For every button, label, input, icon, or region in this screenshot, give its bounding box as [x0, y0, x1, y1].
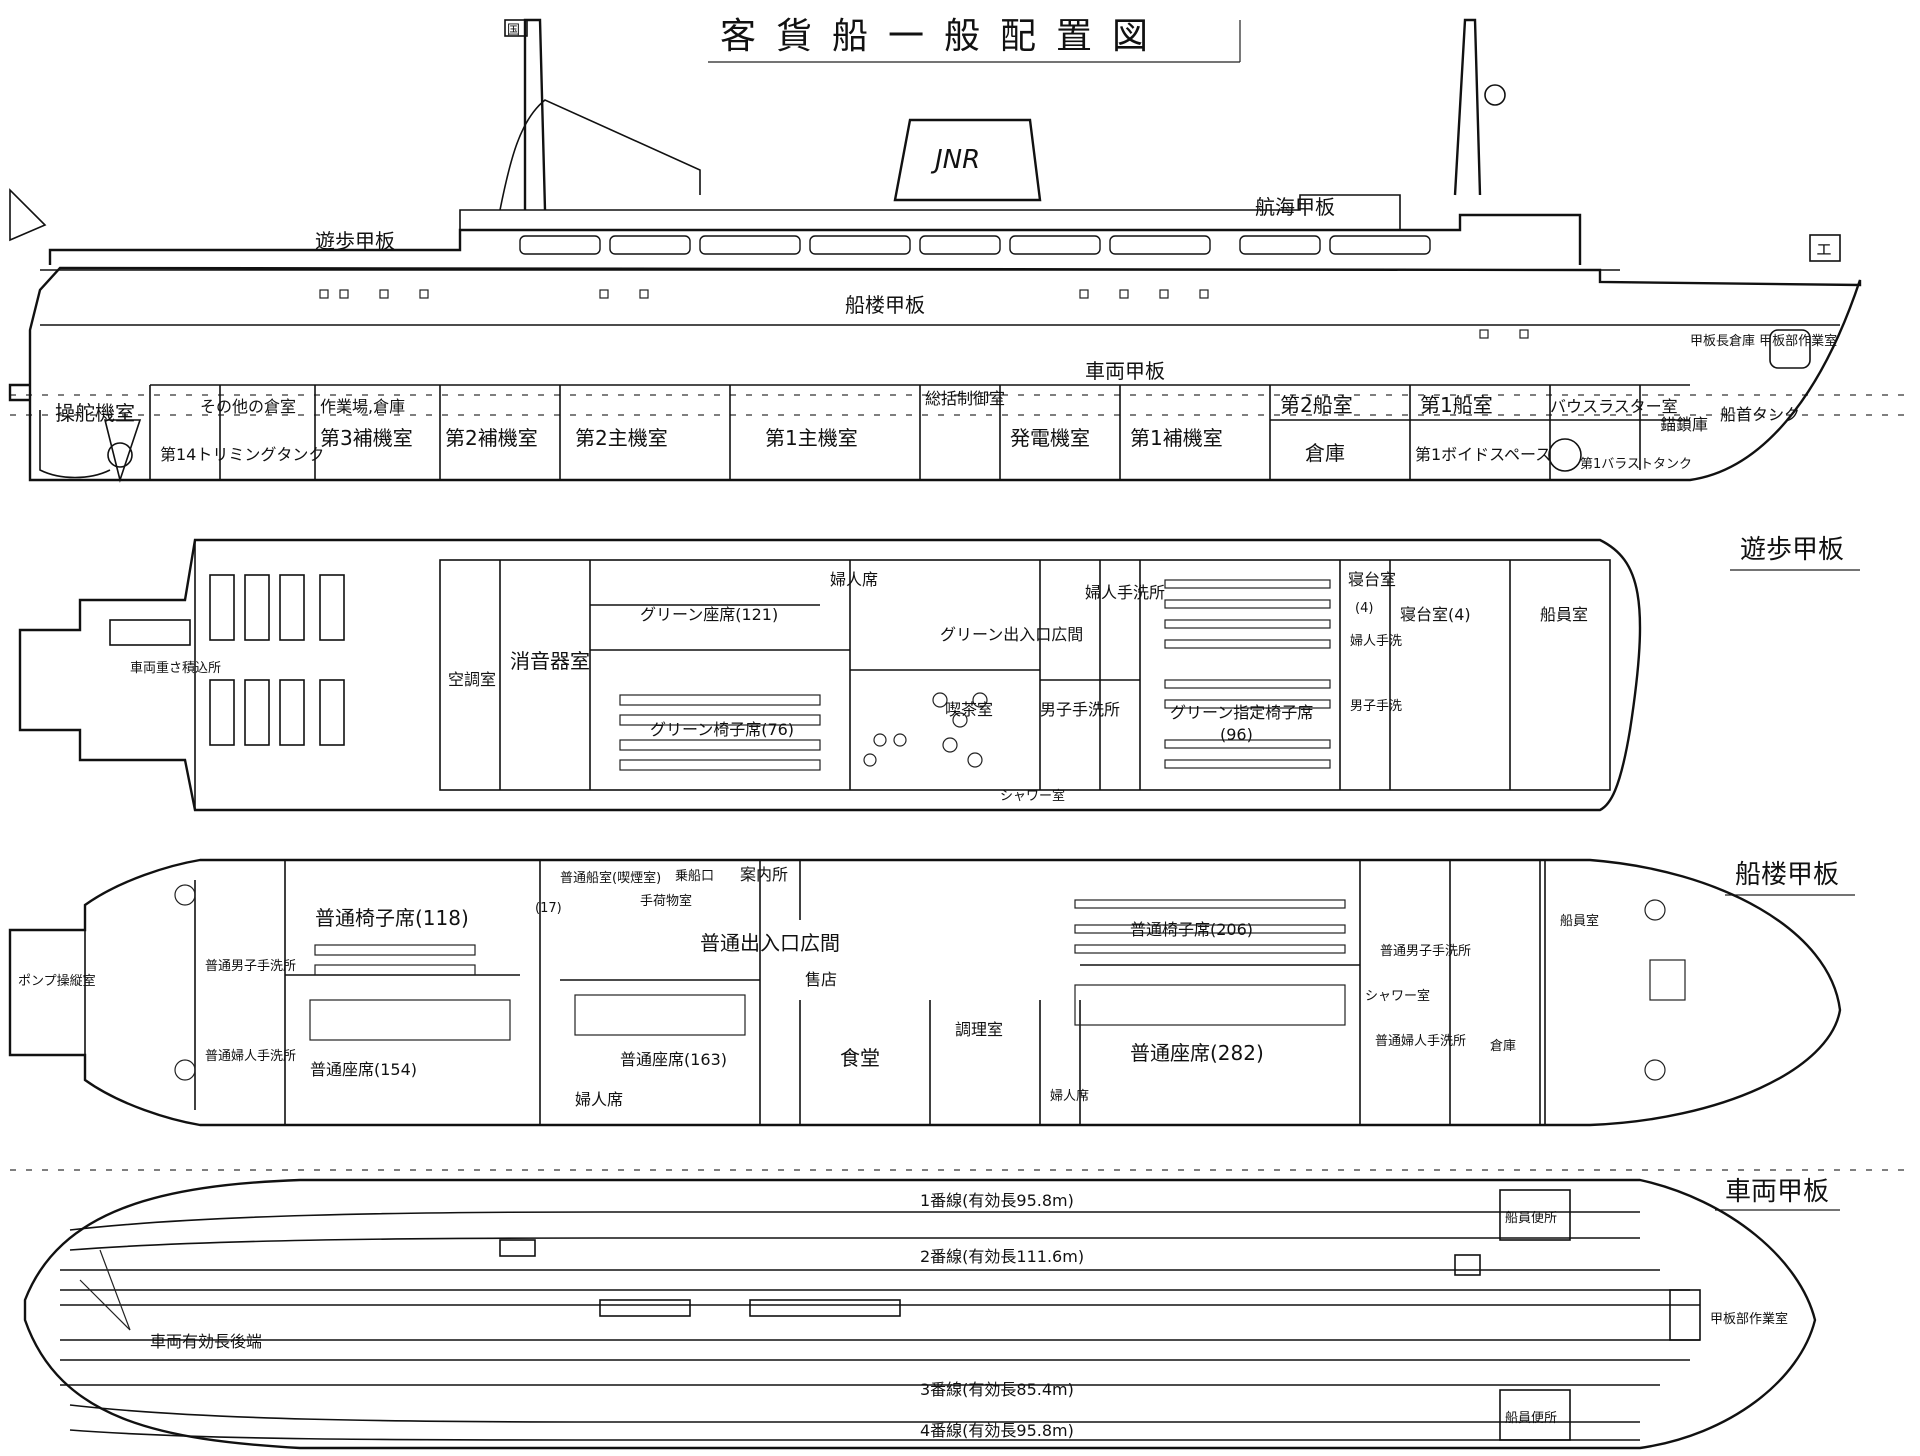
profile-room-void-space: 第1ボイドスペース — [1415, 445, 1551, 464]
forecastle-room-chair-118: 普通椅子席(118) — [315, 906, 469, 930]
profile-room-cabin-1: 第1船室 — [1420, 393, 1493, 417]
profile-promenade-deck-label: 遊歩甲板 — [315, 229, 395, 253]
forecastle-room-baggage: 手荷物室 — [640, 893, 692, 909]
profile-room-workshop: 作業場,倉庫 — [320, 397, 405, 416]
forecastle-room-ladies-seat-aft: 婦人席 — [575, 1090, 623, 1109]
profile-room-other-storage: その他の倉室 — [200, 397, 296, 416]
forecastle-room-storage: 倉庫 — [1490, 1039, 1516, 1054]
profile-forecastle-deck-label: 船楼甲板 — [845, 293, 925, 317]
profile-room-cabin-2: 第2船室 — [1280, 393, 1353, 417]
forecastle-room-chair-206: 普通椅子席(206) — [1130, 920, 1253, 939]
forecastle-room-info-desk: 案内所 — [740, 865, 788, 884]
vehicle-track-2: 2番線(有効長111.6m) — [920, 1247, 1084, 1266]
forecastle-deck-plan: 船楼甲板 — [8, 858, 1855, 1127]
promenade-room-green-reserved-count: (96) — [1220, 725, 1253, 744]
forecastle-room-galley: 調理室 — [955, 1020, 1003, 1039]
profile-room-aux-engine-3: 第3補機室 — [320, 426, 413, 450]
promenade-room-mens-wc: 男子手洗所 — [1040, 700, 1120, 719]
forecastle-room-main-lobby: 普通出入口広間 — [700, 931, 840, 955]
profile-room-main-engine-2: 第2主機室 — [575, 426, 668, 450]
promenade-room-ladies-wc: 婦人手洗所 — [1085, 583, 1165, 602]
promenade-aft-note: 車両重さ積込所 — [130, 660, 221, 676]
profile-room-aux-engine-2: 第2補機室 — [445, 426, 538, 450]
forecastle-room-pump-control: ポンプ操縦室 — [18, 973, 96, 989]
forecastle-room-seat-282: 普通座席(282) — [1130, 1041, 1264, 1065]
fore-flag-letter: エ — [1816, 240, 1832, 259]
forecastle-room-shower: シャワー室 — [1365, 988, 1430, 1004]
vehicle-deck-title: 車両甲板 — [1725, 1177, 1829, 1207]
forecastle-room-mens-wc-fwd: 普通男子手洗所 — [1380, 944, 1471, 959]
promenade-room-green-chair: グリーン椅子席(76) — [650, 720, 794, 739]
promenade-room-berth-b: 寝台室(4) — [1400, 605, 1471, 624]
vehicle-track-4: 4番線(有効長95.8m) — [920, 1421, 1074, 1440]
promenade-room-berth-a-count: (4) — [1355, 601, 1373, 616]
forecastle-deck-title: 船楼甲板 — [1735, 860, 1839, 890]
forecastle-room-shop: 售店 — [805, 970, 837, 989]
forecastle-room-dining: 食堂 — [840, 1046, 880, 1070]
promenade-room-shower: シャワー室 — [1000, 788, 1065, 804]
promenade-room-berth-a: 寝台室 — [1348, 570, 1396, 589]
funnel-mark: JNR — [930, 145, 980, 175]
promenade-room-ladies-seat: 婦人席 — [830, 570, 878, 589]
promenade-room-green-seat: グリーン座席(121) — [640, 605, 778, 624]
vehicle-deck-plan: 車両甲板 1番線(有効長95.8m) 2番線( — [23, 1177, 1840, 1450]
profile-room-aux-engine-1: 第1補機室 — [1130, 426, 1223, 450]
profile-vehicle-deck-label: 車両甲板 — [1085, 359, 1165, 383]
profile-room-ballast-tank: 第1バラストタンク — [1580, 457, 1692, 472]
promenade-room-green-reserved: グリーン指定椅子席 — [1170, 703, 1313, 722]
profile-deck-note: 甲板長倉庫 甲板部作業室 — [1690, 333, 1837, 349]
profile-navigation-deck-label: 航海甲板 — [1255, 195, 1335, 219]
promenade-room-ac: 空調室 — [448, 670, 496, 689]
promenade-room-silencer: 消音器室 — [510, 649, 590, 673]
vehicle-room-deck-workshop: 甲板部作業室 — [1710, 1311, 1788, 1327]
vehicle-effective-end-note: 車両有効長後端 — [150, 1332, 262, 1351]
vehicle-room-crew-wc-lower: 船員便所 — [1505, 1411, 1557, 1426]
forecastle-room-mens-wc-aft: 普通男子手洗所 — [205, 959, 296, 974]
profile-room-storage: 倉庫 — [1305, 441, 1345, 465]
profile-room-generator: 発電機室 — [1010, 426, 1090, 450]
aft-flag-letter: 国 — [507, 23, 520, 38]
profile-room-trimming-tank: 第14トリミングタンク — [160, 445, 324, 464]
drawing-title: 客貨船一般配置図 — [720, 16, 1168, 57]
profile-room-fore-peak: 船首タンク — [1720, 405, 1800, 424]
forecastle-room-ladies-wc-fwd: 普通婦人手洗所 — [1375, 1033, 1466, 1049]
profile-room-bow-thruster: バウスラスター室 — [1550, 397, 1678, 416]
promenade-room-mens-wash: 男子手洗 — [1350, 699, 1402, 714]
promenade-room-tearoom: 喫茶室 — [945, 700, 993, 719]
profile-room-control: 総括制御室 — [925, 389, 1005, 408]
profile-room-main-engine-1: 第1主機室 — [765, 426, 858, 450]
promenade-room-green-lobby: グリーン出入口広間 — [940, 625, 1083, 644]
profile-room-steering-gear: 操舵機室 — [55, 401, 135, 425]
vehicle-room-crew-wc-upper: 船員便所 — [1505, 1211, 1557, 1226]
forecastle-room-ladies-seat-fwd: 婦人席 — [1050, 1088, 1089, 1104]
vehicle-track-3: 3番線(有効長85.4m) — [920, 1380, 1074, 1399]
forecastle-room-count-17: (17) — [535, 901, 562, 916]
profile-room-chain-locker: 錨鎖庫 — [1660, 415, 1708, 434]
promenade-room-crew: 船員室 — [1540, 605, 1588, 624]
forecastle-room-ladies-wc-aft: 普通婦人手洗所 — [205, 1048, 296, 1064]
forecastle-room-seat-154: 普通座席(154) — [310, 1060, 417, 1079]
promenade-room-ladies-wash: 婦人手洗 — [1350, 633, 1402, 649]
forecastle-room-crew: 船員室 — [1560, 913, 1599, 929]
promenade-deck-plan: 遊歩甲板 車両重さ積込所 — [18, 535, 1860, 812]
promenade-deck-title: 遊歩甲板 — [1740, 535, 1844, 565]
vehicle-track-1: 1番線(有効長95.8m) — [920, 1191, 1074, 1210]
forecastle-room-boarding: 乗船口 — [675, 869, 714, 884]
forecastle-room-smoking: 普通船室(喫煙室) — [560, 870, 661, 886]
profile-view: JNR 国 エ 遊歩甲板 航海甲板 船楼甲板 車両甲板 甲板長倉庫 甲板部作業室… — [8, 18, 1862, 483]
forecastle-room-seat-163: 普通座席(163) — [620, 1050, 727, 1069]
